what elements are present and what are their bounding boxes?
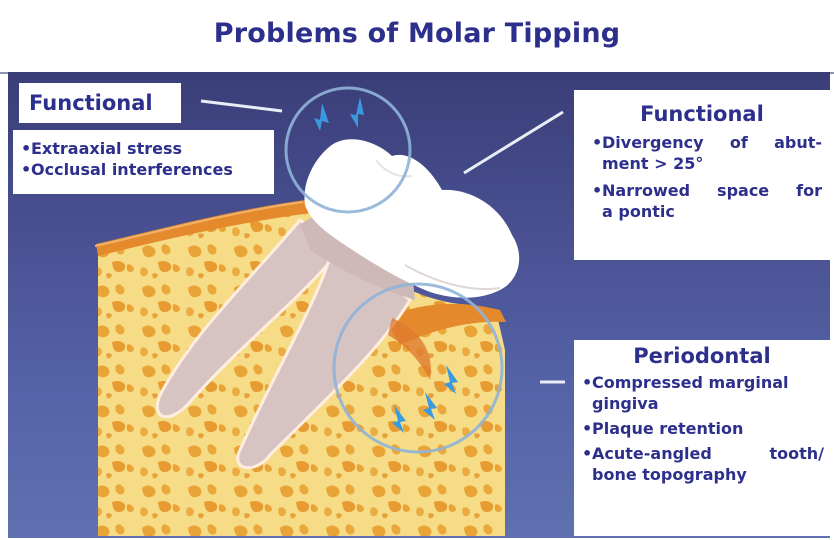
bullet-icon: • xyxy=(592,132,602,153)
title-bar: Problems of Molar Tipping xyxy=(0,0,834,74)
page-title: Problems of Molar Tipping xyxy=(0,18,834,49)
pointer-line-right xyxy=(464,112,563,173)
bullet-icon: • xyxy=(592,180,602,201)
list-item-text: Compressed marginal xyxy=(592,372,824,393)
bullet-icon: • xyxy=(21,138,31,159)
functional-left-list-box: •Extraaxial stress •Occlusal interferenc… xyxy=(13,130,274,194)
functional-right-list: •Divergency of abut-ment > 25° •Narrowed… xyxy=(592,132,822,222)
functional-right-box: Functional •Divergency of abut-ment > 25… xyxy=(574,90,830,260)
bullet-icon: • xyxy=(582,443,592,464)
pointer-line-left xyxy=(201,101,282,111)
list-item-text: ment > 25° xyxy=(602,153,822,174)
list-item-text: a pontic xyxy=(602,201,822,222)
list-item-text: Divergency of abut- xyxy=(602,132,822,153)
bullet-icon: • xyxy=(21,159,31,180)
stress-arrows xyxy=(314,97,364,131)
functional-left-heading-box: Functional xyxy=(19,83,181,123)
list-item-text: Acute-angled tooth/ xyxy=(592,443,824,464)
list-item-text: gingiva xyxy=(592,393,824,414)
list-item-text: Plaque retention xyxy=(592,418,824,439)
list-item: •Plaque retention xyxy=(582,418,824,439)
functional-right-heading: Functional xyxy=(574,102,830,126)
bullet-icon: • xyxy=(582,418,592,439)
list-item: •Acute-angled tooth/bone topography xyxy=(582,443,824,485)
functional-left-heading: Functional xyxy=(29,91,153,115)
list-item-text: Narrowed space for xyxy=(602,180,822,201)
list-item-text: Extraaxial stress xyxy=(31,139,182,158)
list-item-text: Occlusal interferences xyxy=(31,160,233,179)
bullet-icon: • xyxy=(582,372,592,393)
list-item-text: bone topography xyxy=(592,464,824,485)
list-item: •Occlusal interferences xyxy=(21,159,233,180)
list-item: •Extraaxial stress xyxy=(21,138,233,159)
list-item: •Divergency of abut-ment > 25° xyxy=(592,132,822,174)
periodontal-heading: Periodontal xyxy=(574,344,830,368)
functional-left-list: •Extraaxial stress •Occlusal interferenc… xyxy=(21,138,233,180)
